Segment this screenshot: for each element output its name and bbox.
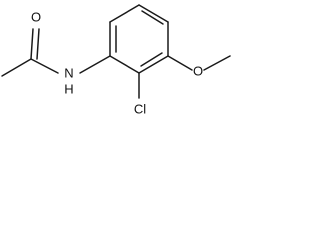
structure-diagram: O N H Cl O — [0, 0, 250, 133]
bond-carbonyl-double-a — [30, 28, 34, 60]
amide-hydrogen-label: H — [64, 81, 73, 96]
ring-bond-5 — [138, 55, 169, 74]
amide-nitrogen-label: N — [64, 65, 73, 80]
bond-ether-oxygen-methyl — [203, 55, 231, 71]
bond-carbonyl-nitrogen — [30, 58, 59, 74]
bond-nitrogen-ring — [79, 55, 111, 74]
chlorine-label: Cl — [134, 101, 146, 116]
ether-oxygen-label: O — [193, 63, 203, 78]
carbonyl-oxygen-label: O — [31, 9, 41, 24]
bond-carbonyl-double-b — [36, 28, 40, 60]
ring-double-bond-top — [141, 10, 164, 25]
molecule-drawing: O N H Cl O — [1, 4, 231, 116]
ring-double-bond-bottom — [140, 52, 163, 67]
ring-bond-3 — [138, 4, 169, 23]
ring-bond-6 — [109, 55, 140, 74]
bond-ring-ether-oxygen — [167, 55, 193, 71]
ring-bond-2 — [109, 4, 140, 23]
bond-methyl-carbonyl — [1, 58, 32, 77]
